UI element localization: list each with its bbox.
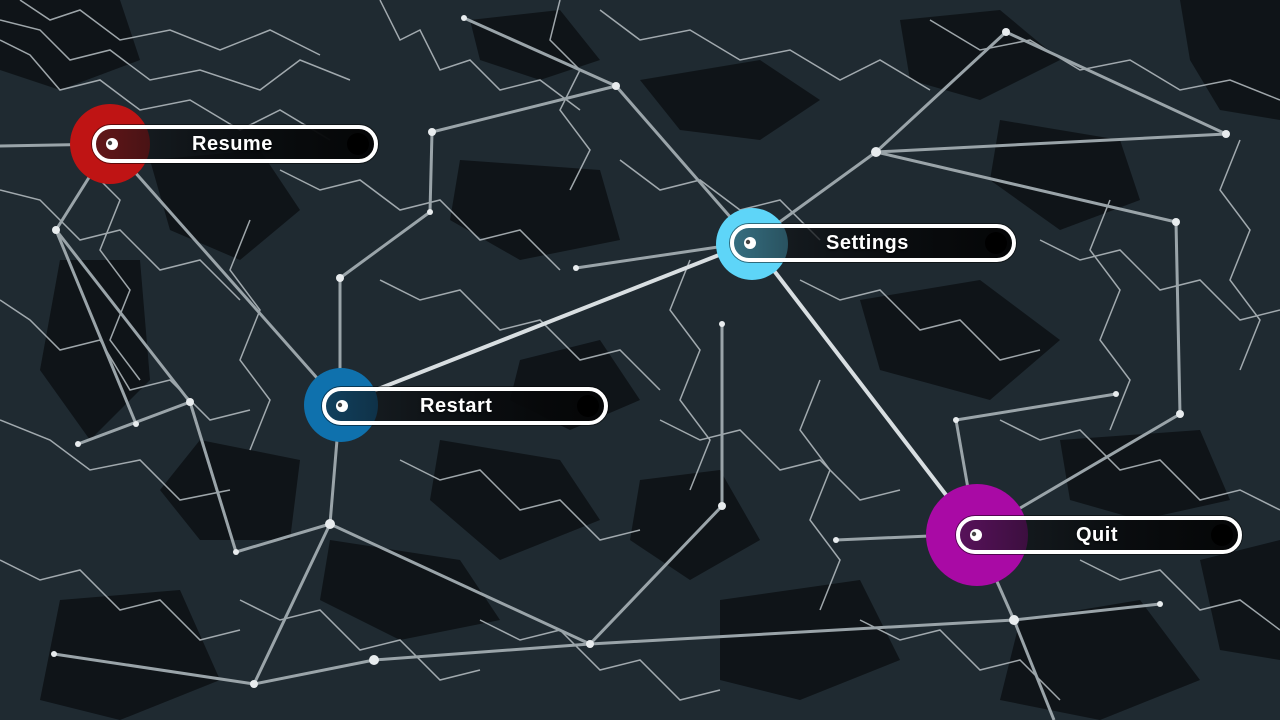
end-dot-icon — [1211, 524, 1233, 546]
restart-pill[interactable]: Restart — [322, 387, 608, 425]
active-path — [339, 240, 978, 536]
settings-button[interactable]: Settings — [716, 206, 1022, 282]
contour-lines — [0, 0, 1280, 701]
end-dot-icon — [347, 133, 369, 155]
pin-icon — [970, 529, 982, 541]
settings-pill[interactable]: Settings — [730, 224, 1016, 262]
pin-icon — [106, 138, 118, 150]
network-nodes — [51, 15, 1230, 688]
pin-icon — [336, 400, 348, 412]
quit-button[interactable]: Quit — [926, 484, 1248, 588]
resume-label: Resume — [192, 133, 273, 155]
restart-button[interactable]: Restart — [304, 368, 614, 444]
quit-pill[interactable]: Quit — [956, 516, 1242, 554]
end-dot-icon — [577, 395, 599, 417]
pin-icon — [744, 237, 756, 249]
resume-button[interactable]: Resume — [70, 104, 380, 186]
quit-label: Quit — [1076, 524, 1118, 546]
settings-label: Settings — [826, 232, 909, 254]
end-dot-icon — [985, 232, 1007, 254]
resume-pill[interactable]: Resume — [92, 125, 378, 163]
restart-label: Restart — [420, 395, 493, 417]
